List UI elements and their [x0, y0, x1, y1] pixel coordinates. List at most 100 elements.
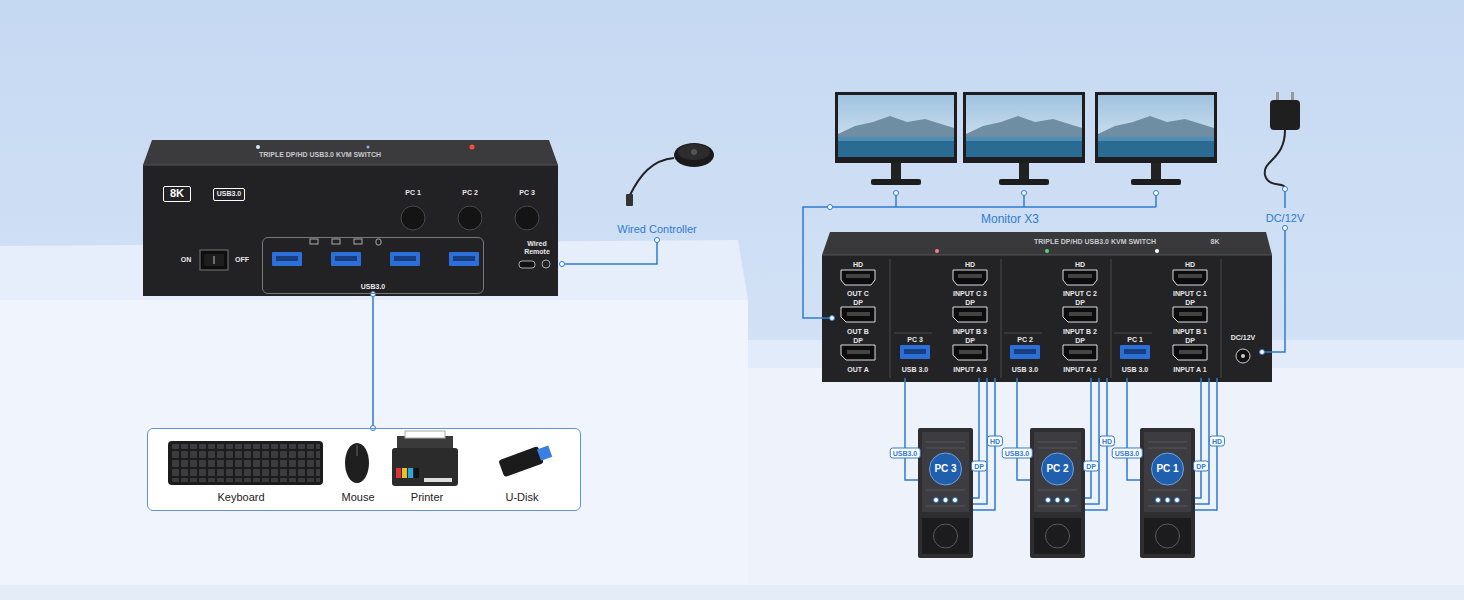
label-text: HD	[853, 261, 863, 269]
end-dot	[828, 205, 833, 210]
input-ports: HDINPUT C 1DPINPUT B 1PC 1DPUSB 3.0INPUT…	[1113, 258, 1220, 378]
label-text: USB3.0	[361, 283, 386, 291]
input-ports: HDINPUT C 3DPINPUT B 3PC 3DPUSB 3.0INPUT…	[893, 258, 1000, 378]
label-text: DP	[1185, 299, 1195, 307]
label-text: Printer	[411, 492, 443, 503]
panel-label: 8K	[1211, 238, 1220, 246]
panel-label: PC 1	[405, 189, 421, 197]
label-text: OUT B	[847, 328, 869, 336]
label-text: INPUT B 3	[953, 328, 987, 336]
end-dot	[371, 292, 376, 297]
label-text: HD	[1185, 261, 1195, 269]
cable-connector	[1085, 378, 1099, 504]
label-text: DP	[1185, 337, 1195, 345]
remote-port: Wired Remote	[512, 238, 562, 272]
cable-connector	[1017, 378, 1030, 480]
label-text: INPUT B 1	[1173, 328, 1207, 336]
kvm-rear-panel: TRIPLE DP/HD USB3.0 KVM SWITCHHDOUT CDPO…	[822, 232, 1272, 382]
power-jack: DC/12V	[1224, 332, 1262, 372]
label-text: Mouse	[341, 492, 374, 503]
panel-label: ON	[181, 256, 192, 264]
label-text: DP	[1075, 299, 1085, 307]
cable-connector	[1262, 228, 1285, 352]
label-text: TRIPLE DP/HD USB3.0 KVM SWITCH	[259, 151, 381, 159]
label-text: Monitor X3	[981, 213, 1039, 225]
cable-tag: USB3.0	[1112, 448, 1143, 459]
label-text: INPUT C 2	[1063, 290, 1097, 298]
label-text: OUT A	[847, 366, 869, 374]
power-adapter: DC/12V	[1250, 90, 1320, 228]
cable-tag: DP	[1193, 461, 1209, 472]
label-text: Wired Remote	[515, 240, 559, 256]
cable-connector	[372, 294, 374, 428]
label-text: DP	[853, 299, 863, 307]
cable-tag: DP	[971, 461, 987, 472]
output-ports: HDOUT CDPOUT BDPOUT A	[832, 258, 886, 378]
cable-tag: USB3.0	[1002, 448, 1033, 459]
end-dot	[830, 316, 835, 321]
resolution-badge: 8K	[163, 186, 191, 202]
panel-label: OFF	[235, 256, 249, 264]
label-text: PC 3	[934, 464, 956, 474]
label-text: PC 1	[1156, 464, 1178, 474]
peripheral-panel: Keyboard Mouse Printer U-Disk	[147, 428, 581, 511]
cable-connector	[562, 240, 657, 264]
label-text: PC 1	[1127, 336, 1143, 344]
label-text: OUT C	[847, 290, 869, 298]
label-text: DP	[965, 299, 975, 307]
label-text: DC/12V	[1231, 334, 1256, 342]
label-text: DP	[853, 337, 863, 345]
label-text: INPUT A 2	[1063, 366, 1096, 374]
label-text: USB 3.0	[902, 366, 928, 374]
label-text: INPUT A 3	[953, 366, 986, 374]
label-text: U-Disk	[506, 492, 539, 503]
usb-port-group: USB3.0	[262, 237, 484, 294]
cable-connector	[973, 378, 987, 504]
cable-tag: HD	[1209, 436, 1225, 447]
cable-connector	[803, 207, 832, 318]
label-text: PC 2	[1017, 336, 1033, 344]
label-text: HD	[965, 261, 975, 269]
cable-connector	[1195, 378, 1201, 498]
label-text: HD	[1075, 261, 1085, 269]
pc-tower: PC 2	[1030, 428, 1085, 558]
label-text: USB 3.0	[1122, 366, 1148, 374]
cable-tag: HD	[1099, 436, 1115, 447]
label-text: INPUT C 1	[1173, 290, 1207, 298]
label-text: INPUT C 3	[953, 290, 987, 298]
cable-connector	[1085, 378, 1091, 498]
cable-tag: DP	[1083, 461, 1099, 472]
label-text: USB3.0	[217, 190, 242, 198]
end-dot	[560, 262, 565, 267]
input-ports: HDINPUT C 2DPINPUT B 2PC 2DPUSB 3.0INPUT…	[1003, 258, 1110, 378]
panel-label: PC 3	[519, 189, 535, 197]
label-text: DP	[965, 337, 975, 345]
kvm-front-panel: TRIPLE DP/HD USB3.0 KVM SWITCH8KUSB3.0US…	[143, 138, 558, 296]
cable-connector	[905, 378, 918, 480]
label-text: TRIPLE DP/HD USB3.0 KVM SWITCH	[1034, 238, 1156, 246]
cable-connector	[1195, 378, 1209, 504]
cable-connector	[973, 378, 979, 498]
label-text: INPUT B 2	[1063, 328, 1097, 336]
label-text: DC/12V	[1266, 213, 1305, 224]
monitor-group: Monitor X3	[830, 88, 1222, 228]
label-text: DP	[1075, 337, 1085, 345]
label-text: Wired Controller	[617, 224, 696, 235]
label-text: INPUT A 1	[1173, 366, 1206, 374]
label-text: PC 3	[907, 336, 923, 344]
label-text: Keyboard	[217, 492, 264, 503]
end-dot	[1260, 350, 1265, 355]
usb-badge: USB3.0	[213, 188, 245, 201]
panel-label: PC 2	[462, 189, 478, 197]
end-dot	[655, 238, 660, 243]
pc-tower: PC 1	[1140, 428, 1195, 558]
label-text: PC 2	[1046, 464, 1068, 474]
label-text: 8K	[170, 188, 184, 199]
end-dot	[1283, 226, 1288, 231]
cable-tag: USB3.0	[890, 448, 921, 459]
label-text: USB 3.0	[1012, 366, 1038, 374]
cable-connector	[1127, 378, 1140, 480]
